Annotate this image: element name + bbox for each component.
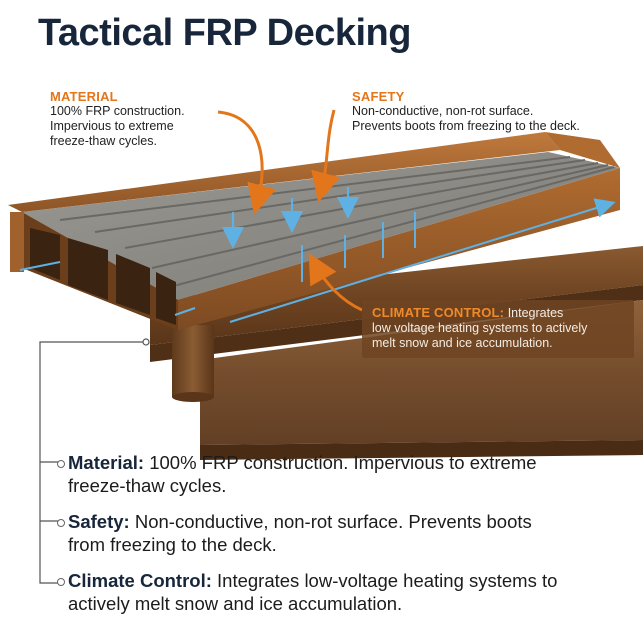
page-title: Tactical FRP Decking — [38, 12, 411, 54]
feature-item-safety: Safety: Non-conductive, non-rot surface.… — [57, 510, 628, 556]
feature-label: Safety: — [68, 511, 130, 532]
feature-text: 100% FRP construction. Impervious to ext… — [149, 452, 537, 473]
feature-text: Integrates low-voltage heating systems t… — [217, 570, 558, 591]
feature-text: freeze-thaw cycles. — [68, 475, 227, 496]
callout-safety: SAFETY Non-conductive, non-rot surface. … — [352, 89, 580, 134]
feature-label: Material: — [68, 452, 145, 473]
callout-material-line: 100% FRP construction. — [50, 104, 185, 118]
callout-climate-heading: CLIMATE CONTROL: — [372, 305, 505, 320]
callout-safety-line: Prevents boots from freezing to the deck… — [352, 119, 580, 133]
callout-material-line: Impervious to extreme — [50, 119, 174, 133]
feature-text: actively melt snow and ice accumulation. — [68, 593, 403, 614]
deck-rail — [8, 132, 620, 212]
feature-item-material: Material: 100% FRP construction. Impervi… — [57, 451, 628, 497]
callout-arrows — [217, 109, 363, 312]
callout-material-heading: MATERIAL — [50, 89, 118, 104]
callout-safety-heading: SAFETY — [352, 89, 405, 104]
callout-material-line: freeze-thaw cycles. — [50, 134, 157, 148]
feature-list: Material: 100% FRP construction. Impervi… — [57, 451, 628, 628]
feature-label: Climate Control: — [68, 570, 212, 591]
bullet-connector — [39, 338, 150, 584]
feature-item-climate-control: Climate Control: Integrates low-voltage … — [57, 569, 628, 615]
support-post — [172, 325, 214, 402]
surface-arrows — [222, 187, 359, 249]
callout-climate: CLIMATE CONTROL: Integrates low voltage … — [372, 305, 587, 351]
callout-safety-line: Non-conductive, non-rot surface. — [352, 104, 534, 118]
callout-material: MATERIAL 100% FRP construction. Impervio… — [50, 89, 185, 149]
callout-climate-line: low voltage heating systems to actively — [372, 321, 588, 335]
deck-side-panel — [10, 168, 620, 330]
callout-climate-line: Integrates — [507, 306, 564, 320]
callout-climate-line: melt snow and ice accumulation. — [372, 336, 553, 350]
feature-text: Non-conductive, non-rot surface. Prevent… — [134, 511, 532, 532]
heating-lines — [19, 198, 616, 323]
feature-text: from freezing to the deck. — [68, 534, 277, 555]
climate-callout-bg — [362, 300, 634, 358]
